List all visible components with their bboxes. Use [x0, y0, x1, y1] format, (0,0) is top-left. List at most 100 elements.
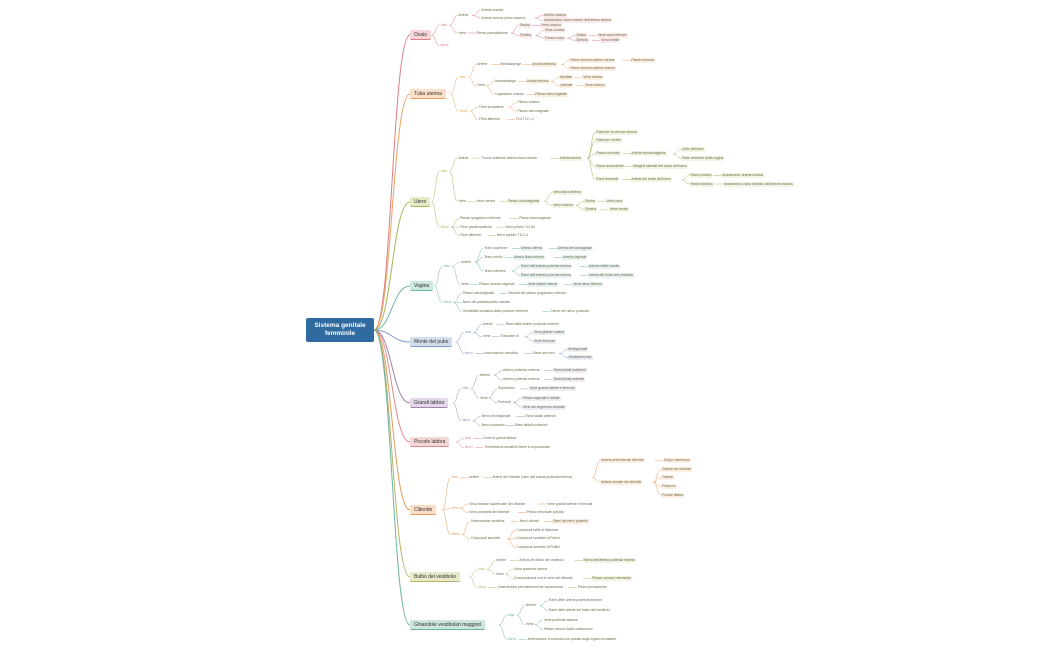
topic-bulbo-del-vestibolo[interactable]: Bulbo del vestibolo	[410, 572, 460, 582]
node-arteria-del-bulbo-del-vestibolo[interactable]: Arteria del bulbo del vestibolo	[519, 558, 564, 562]
node-prepuzio[interactable]: Prepuzio	[661, 484, 677, 490]
node-nervi[interactable]: Nervi	[459, 108, 468, 113]
node-vena-ovarica[interactable]: Vena ovarica	[552, 203, 574, 209]
node-nervi-del-parasimpatico-sacrale[interactable]: Nervi del parasimpatico sacrale	[462, 300, 511, 304]
node-arcata-venosa[interactable]: Arcata venosa	[525, 79, 550, 84]
node-rami-per-la-cervice-uterina[interactable]: Rami per la cervice uterina	[595, 129, 638, 135]
node-tributarie-di[interactable]: Tributarie di	[500, 334, 519, 339]
node-comunicazioni-con-le-vene-del-clitoride[interactable]: Comunicazioni con le vene del clitoride	[514, 576, 573, 580]
node-vena-pudenda-interna[interactable]: Vena pudenda interna	[514, 567, 548, 571]
node-fibre-simpatiche[interactable]: Fibre simpatiche	[479, 104, 504, 109]
node-mediale[interactable]: Mediale	[559, 74, 574, 80]
node-destra[interactable]: Destra	[583, 198, 596, 204]
node-arterie[interactable]: Arterie	[479, 372, 490, 377]
node-nervi-pelvici-s2-s4[interactable]: Nervi pelvici: S2-S4	[505, 224, 536, 229]
topic-grandi-labbra[interactable]: Grandi labbra	[410, 398, 449, 408]
node-vasi[interactable]: Vasi	[462, 386, 469, 391]
node-arteria-vaginale[interactable]: Arteria vaginale	[561, 255, 588, 260]
node-vene[interactable]: Vene	[461, 282, 469, 286]
node-vene-del-segmento-cloacale[interactable]: Vene del segmento cloacale	[521, 404, 567, 410]
node-vena-ovarica[interactable]: Vena ovarica	[583, 83, 606, 89]
node-terzo-inferiore[interactable]: Terzo inferiore	[484, 268, 506, 273]
node-nervi[interactable]: Nervi	[440, 224, 449, 229]
node-terminazioni-sensitive-libere-e-corpusco[interactable]: Terminazioni sensitive libere e corpusco…	[484, 445, 550, 449]
node-vena-renale[interactable]: Vena renale	[608, 207, 629, 213]
topic-piccole-labbra[interactable]: Piccole labbra	[410, 437, 450, 447]
topic-ovaio[interactable]: Ovaio	[410, 30, 432, 40]
node-terzo-superiore[interactable]: Terzo superiore	[484, 246, 508, 250]
node-corpuscoli-sensitivi[interactable]: Corpuscoli sensitivi	[470, 536, 500, 541]
node-vene[interactable]: Vene	[482, 334, 491, 339]
node-vena-cava-inferiore[interactable]: Vena cava inferiore	[572, 282, 604, 287]
node-rami-labiali-anteriori[interactable]: Rami labiali anteriori	[525, 413, 557, 418]
node-rami-dell-arteria-pudenda-interna[interactable]: Rami dell'arteria pudenda interna	[519, 264, 572, 269]
node-vene-femorali[interactable]: Vene femorali	[532, 338, 556, 344]
node-ramo-tubarico[interactable]: Ramo tubarico	[689, 181, 714, 187]
node-vene-grandi-safene-e-femorali[interactable]: Vene grandi safene e femorali	[547, 501, 593, 506]
node-corpo-cavernoso[interactable]: Corpo cavernoso	[662, 457, 691, 463]
node-ileoinguinale[interactable]: Ileoinguinale	[567, 346, 589, 352]
node-vene[interactable]: Vene	[479, 395, 488, 400]
node-plesso-venoso-intermedio[interactable]: Plesso venoso intermedio	[591, 576, 632, 581]
node-anastomosi-ramo-tubarico-dell-arteria-ov[interactable]: Anastomosi: ramo tubarico dell'arteria o…	[722, 181, 794, 187]
node-vene-iliache-interne[interactable]: Vene iliache interne	[526, 282, 559, 287]
node-destra[interactable]: Destra	[575, 33, 588, 38]
node-glande[interactable]: Glande	[661, 475, 675, 481]
node-innervazione-a-controllo-con-questa-dagl[interactable]: Innervazione a controllo con questa dagl…	[527, 636, 616, 641]
node-sensibilita-somatica-della-porzione-infe[interactable]: Sensibilità somatica della porzione infe…	[462, 309, 529, 313]
node-arterie[interactable]: Arterie	[482, 321, 493, 326]
node-vasi[interactable]: Vasi	[451, 475, 458, 480]
node-anastomosi-ramo-ovarico-dell-arteria-ute[interactable]: Anastomosi: ramo ovarico dell'arteria ut…	[543, 18, 612, 23]
node-fibre-parasimpatiche[interactable]: Fibre parasimpatiche	[460, 224, 492, 229]
node-vasi[interactable]: Vasi	[464, 436, 472, 440]
node-arterie[interactable]: Arterie	[458, 13, 469, 17]
topic-monte-del-pube[interactable]: Monte del pube	[410, 337, 453, 347]
node-arteria-uterina[interactable]: Arteria uterina	[558, 155, 582, 161]
node-nervi[interactable]: Nervi	[440, 43, 449, 47]
node-corpuscoli-lamellari-di-ruffini[interactable]: Corpuscoli lamellari di Ruffini	[516, 545, 560, 550]
node-arteria-ovarica[interactable]: Arteria ovarica	[481, 8, 504, 12]
node-nervi[interactable]: Nervi	[462, 418, 471, 423]
node-nervo-ileoinguinale[interactable]: Nervo ileoinguinale	[481, 413, 511, 418]
node-legamento-ovarico[interactable]: Legamento ovarico	[495, 91, 524, 96]
node-arterie[interactable]: Arterie	[469, 475, 480, 480]
node-vena-grande-safena[interactable]: Vena grande safena	[532, 330, 566, 336]
node-arteria-uterina[interactable]: Arteria uterina	[519, 246, 544, 251]
node-vene-pudende-esterne[interactable]: Vene pudende esterne	[543, 617, 578, 622]
node-vasi[interactable]: Vasi	[464, 330, 472, 335]
node-vasi[interactable]: Vasi	[443, 264, 450, 268]
node-corpuscoli-lamellari-di-pacini[interactable]: Corpuscoli lamellari di Pacini	[516, 536, 560, 541]
node-arterie-del-clitoride-rami-dell-arteria-[interactable]: Arterie del clitoride (rami dell'arteria…	[492, 475, 573, 480]
node-vasi[interactable]: Vasi	[478, 567, 485, 571]
node-margine-laterale-del-corpo-dell-utero[interactable]: Margine laterale del corpo dell'utero	[632, 164, 688, 170]
node-arteria-rettale-media[interactable]: Arteria rettale media	[587, 264, 621, 269]
node-nervi[interactable]: Nervi	[464, 351, 473, 356]
node-vena-cava[interactable]: Vena cava	[605, 198, 624, 204]
node-plessi-perivascolari[interactable]: Plessi perivascolari	[577, 585, 607, 589]
node-rami-terminali[interactable]: Rami terminali	[595, 177, 619, 183]
node-vena-cava-inferiore[interactable]: Vena cava inferiore	[596, 33, 628, 38]
node-genitofemorale[interactable]: Genitofemorale	[567, 355, 593, 361]
node-arcata-arteriosa[interactable]: Arcata arteriosa	[530, 62, 557, 67]
node-arteria-pudenda-esterna[interactable]: Arteria pudenda esterna	[503, 377, 540, 382]
node-arteria-profonda-del-clitoride[interactable]: Arteria profonda del clitoride	[600, 457, 645, 463]
node-vena-profonda-del-clitoride[interactable]: Vena profonda del clitoride	[469, 510, 510, 515]
node-arteria-del-fondo-dell-utero[interactable]: Arteria del fondo dell'utero	[630, 177, 672, 183]
node-ramo-ascendente[interactable]: Ramo ascendente	[595, 164, 625, 170]
node-superficiali[interactable]: Superficiali	[497, 386, 515, 391]
node-collo-dell-utero[interactable]: Collo dell'utero	[680, 147, 706, 153]
node-plesso-pampiniforme[interactable]: Plesso pampiniforme	[476, 30, 508, 35]
node-parete-tubarica[interactable]: Parete tubarica	[630, 57, 656, 63]
node-plesso-venoso-vaginale[interactable]: Plesso venoso vaginale	[478, 282, 515, 286]
node-terzo-medio[interactable]: Terzo medio	[484, 255, 503, 259]
node-arteria-cervicovaginale[interactable]: Arteria cervicovaginale	[556, 246, 594, 251]
node-rami-labiali-posteriori[interactable]: Rami labiali posteriori	[515, 422, 548, 427]
node-plesso-uterovaginale[interactable]: Plesso uterovaginale	[534, 91, 568, 97]
node-arterie[interactable]: Arterie	[461, 259, 472, 264]
node-nervi[interactable]: Nervi	[464, 445, 473, 449]
node-plesso-vescicale-cavita[interactable]: Plesso vescicale (cavità)	[526, 510, 564, 515]
node-vena-iliaca-interna[interactable]: Vena iliaca interna	[552, 190, 583, 196]
topic-clitoride[interactable]: Clitoride	[410, 505, 437, 515]
node-arteria-pudenda-esterna[interactable]: Arteria pudenda esterna	[503, 368, 540, 373]
topic-vagina[interactable]: Vagina	[410, 281, 434, 291]
